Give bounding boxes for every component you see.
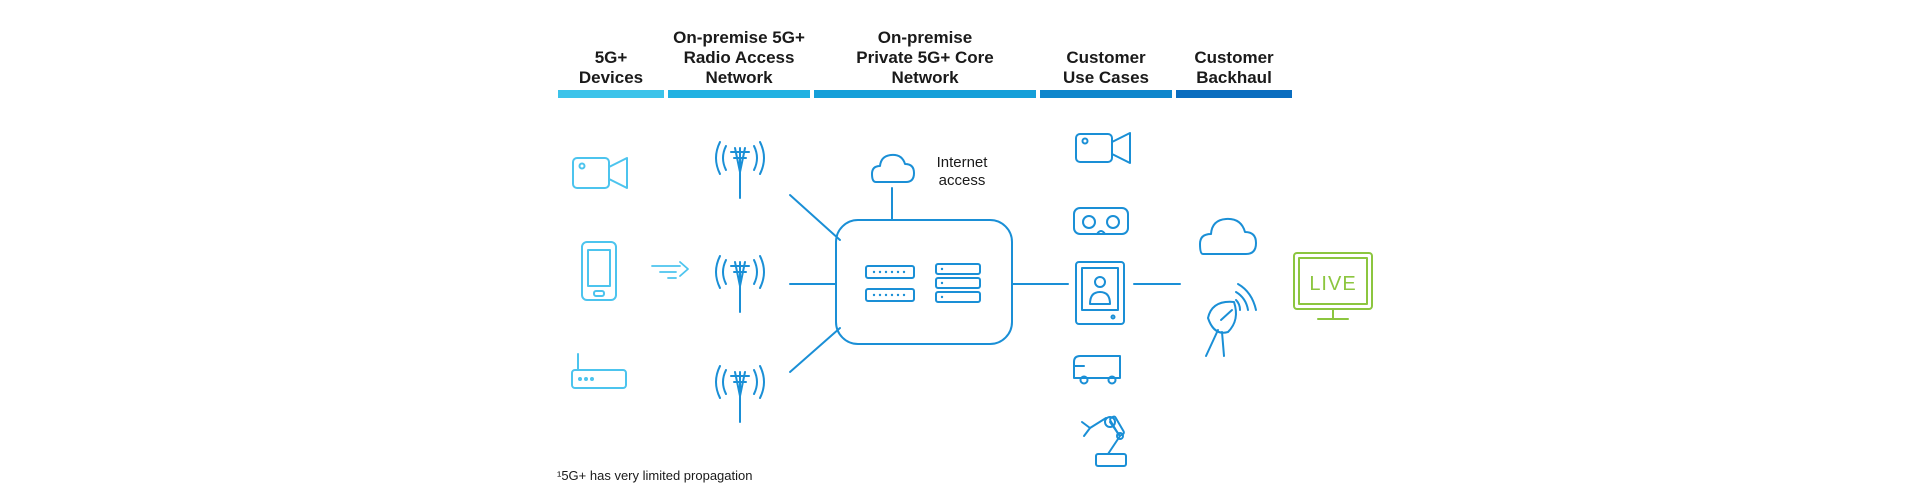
column-bar-devices [558, 90, 664, 98]
video-camera-icon [1075, 132, 1131, 164]
live-tv-icon [1293, 252, 1373, 320]
footnote: ¹5G+ has very limited propagation [557, 468, 753, 483]
robot-arm-icon [1081, 415, 1127, 467]
column-header-core: On-premise Private 5G+ Core Network [856, 28, 994, 87]
satellite-dish-icon [1205, 283, 1257, 357]
server-led-dots [872, 267, 944, 299]
router-icon [571, 353, 627, 389]
core-server-icon [835, 219, 1013, 345]
column-bar-core [814, 90, 1036, 98]
tablet-icon [1075, 261, 1125, 325]
arrow-icon [651, 261, 689, 279]
cloud-icon [871, 153, 915, 183]
vr-headset-icon [1073, 207, 1129, 235]
internet-access-label: Internet access [936, 154, 988, 189]
column-bar-backhaul [1176, 90, 1292, 98]
column-header-ran: On-premise 5G+ Radio Access Network [673, 28, 805, 87]
column-header-use-cases: Customer Use Cases [1062, 48, 1149, 87]
video-camera-icon [572, 157, 628, 189]
cell-tower-icon [715, 255, 765, 313]
connector-lines [789, 187, 1181, 373]
smartphone-icon [581, 241, 617, 301]
column-bar-ran [668, 90, 810, 98]
column-bar-use-cases [1040, 90, 1172, 98]
column-header-devices: 5G+ Devices [578, 48, 644, 87]
truck-icon [1073, 355, 1121, 385]
cell-tower-icon [715, 365, 765, 423]
cell-tower-icon [715, 141, 765, 199]
live-label: LIVE [1309, 273, 1356, 295]
cloud-icon [1199, 217, 1257, 255]
column-header-backhaul: Customer Backhaul [1194, 48, 1274, 87]
